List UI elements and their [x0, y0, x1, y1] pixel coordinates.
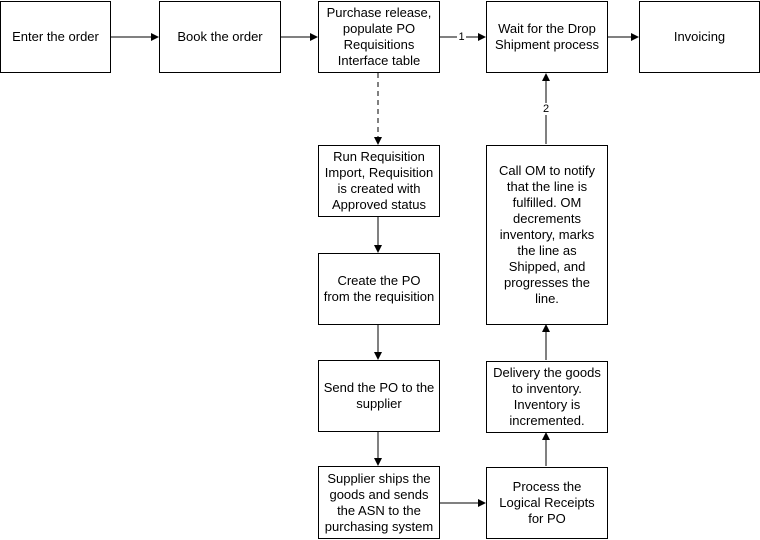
process-receipts-box: Process the Logical Receipts for PO [486, 467, 608, 539]
enter-order-box: Enter the order [0, 1, 111, 73]
edge-label-1: 1 [457, 31, 466, 43]
send-po-box: Send the PO to the supplier [318, 360, 440, 432]
invoicing-text: Invoicing [673, 29, 726, 44]
supplier-ships-text: Supplier ships the goods and sends the A… [324, 470, 434, 534]
create-po-text: Create the PO from the requisition [323, 273, 435, 304]
process-receipts-text: Process the Logical Receipts for PO [499, 479, 595, 526]
run-requisition-import-box: Run Requisition Import, Requisition is c… [318, 145, 440, 217]
wait-drop-shipment-box: Wait for the Drop Shipment process [486, 1, 608, 73]
run-requisition-import-text: Run Requisition Import, Requisition is c… [324, 149, 434, 212]
supplier-ships-box: Supplier ships the goods and sends the A… [318, 466, 440, 539]
wait-drop-shipment-text: Wait for the Drop Shipment process [494, 21, 600, 52]
call-om-text: Call OM to notify that the line is fulfi… [498, 163, 596, 306]
call-om-box: Call OM to notify that the line is fulfi… [486, 145, 608, 325]
purchase-release-text: Purchase release, populate PO Requisitio… [326, 5, 432, 68]
send-po-text: Send the PO to the supplier [323, 380, 435, 411]
delivery-goods-box: Delivery the goods to inventory. Invento… [486, 361, 608, 433]
purchase-release-box: Purchase release, populate PO Requisitio… [318, 1, 440, 73]
create-po-box: Create the PO from the requisition [318, 253, 440, 325]
book-order-text: Book the order [177, 29, 263, 44]
edge-label-2: 2 [541, 103, 551, 115]
enter-order-text: Enter the order [12, 29, 99, 44]
book-order-box: Book the order [159, 1, 281, 73]
invoicing-box: Invoicing [639, 1, 760, 73]
delivery-goods-text: Delivery the goods to inventory. Invento… [493, 365, 601, 428]
